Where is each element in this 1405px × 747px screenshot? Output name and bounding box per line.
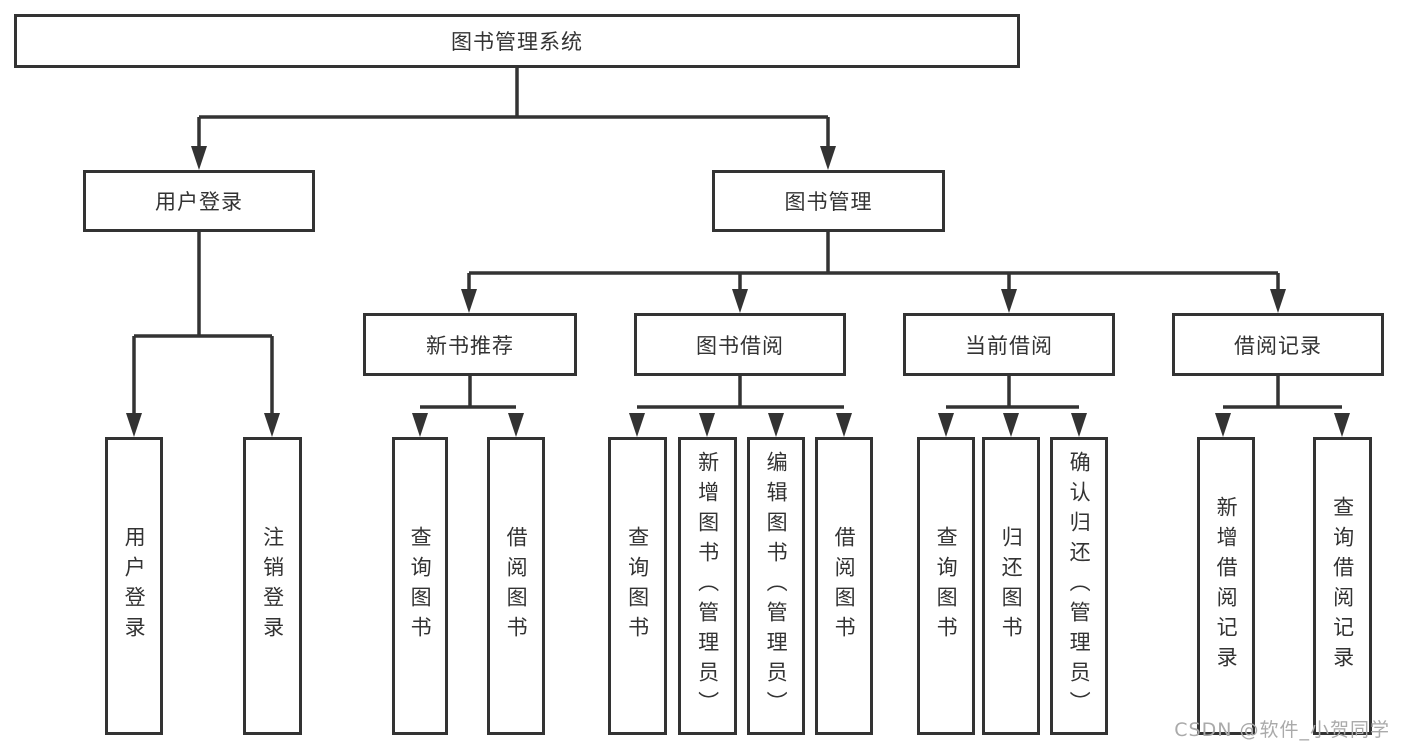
leaf-edit-books-admin: 编辑图书（管理员） [747, 437, 805, 735]
node-root: 图书管理系统 [14, 14, 1020, 68]
node-user-login: 用户登录 [83, 170, 315, 232]
node-user-login-label: 用户登录 [155, 190, 243, 214]
node-new-book-recommend: 新书推荐 [363, 313, 577, 376]
leaf-user-login: 用户登录 [105, 437, 163, 735]
leaf-query-books-2-label: 查询图书 [625, 526, 650, 646]
node-new-book-recommend-label: 新书推荐 [426, 333, 514, 358]
leaf-borrow-books-2: 借阅图书 [815, 437, 873, 735]
leaf-confirm-return-admin: 确认归还（管理员） [1050, 437, 1108, 735]
node-book-management: 图书管理 [712, 170, 945, 232]
leaf-return-books: 归还图书 [982, 437, 1040, 735]
leaf-return-books-label: 归还图书 [999, 526, 1024, 646]
node-book-management-label: 图书管理 [784, 190, 873, 214]
leaf-query-books-3-label: 查询图书 [934, 526, 959, 646]
leaf-borrow-books-2-label: 借阅图书 [832, 526, 857, 646]
node-book-borrow-label: 图书借阅 [696, 333, 784, 358]
node-book-borrow: 图书借阅 [634, 313, 846, 376]
leaf-add-books-admin-label: 新增图书（管理员） [695, 451, 720, 721]
leaf-query-books-2: 查询图书 [608, 437, 667, 735]
leaf-query-books-3: 查询图书 [917, 437, 975, 735]
csdn-watermark: CSDN @软件_小贺同学 [1174, 719, 1390, 741]
leaf-borrow-books-1: 借阅图书 [487, 437, 545, 735]
leaf-query-borrow-record-label: 查询借阅记录 [1330, 496, 1355, 676]
node-current-borrow-label: 当前借阅 [965, 333, 1053, 358]
leaf-query-books-1-label: 查询图书 [408, 526, 433, 646]
leaf-logout-label: 注销登录 [260, 526, 285, 646]
leaf-borrow-books-1-label: 借阅图书 [504, 526, 529, 646]
leaf-logout: 注销登录 [243, 437, 302, 735]
leaf-confirm-return-admin-label: 确认归还（管理员） [1067, 451, 1092, 721]
leaf-edit-books-admin-label: 编辑图书（管理员） [764, 451, 789, 721]
node-current-borrow: 当前借阅 [903, 313, 1115, 376]
node-borrow-records: 借阅记录 [1172, 313, 1384, 376]
node-borrow-records-label: 借阅记录 [1234, 333, 1322, 358]
leaf-user-login-label: 用户登录 [122, 526, 147, 646]
leaf-add-books-admin: 新增图书（管理员） [678, 437, 737, 735]
leaf-query-books-1: 查询图书 [392, 437, 448, 735]
leaf-query-borrow-record: 查询借阅记录 [1313, 437, 1372, 735]
leaf-add-borrow-record: 新增借阅记录 [1197, 437, 1255, 735]
leaf-add-borrow-record-label: 新增借阅记录 [1214, 496, 1239, 676]
node-root-label: 图书管理系统 [451, 30, 583, 54]
